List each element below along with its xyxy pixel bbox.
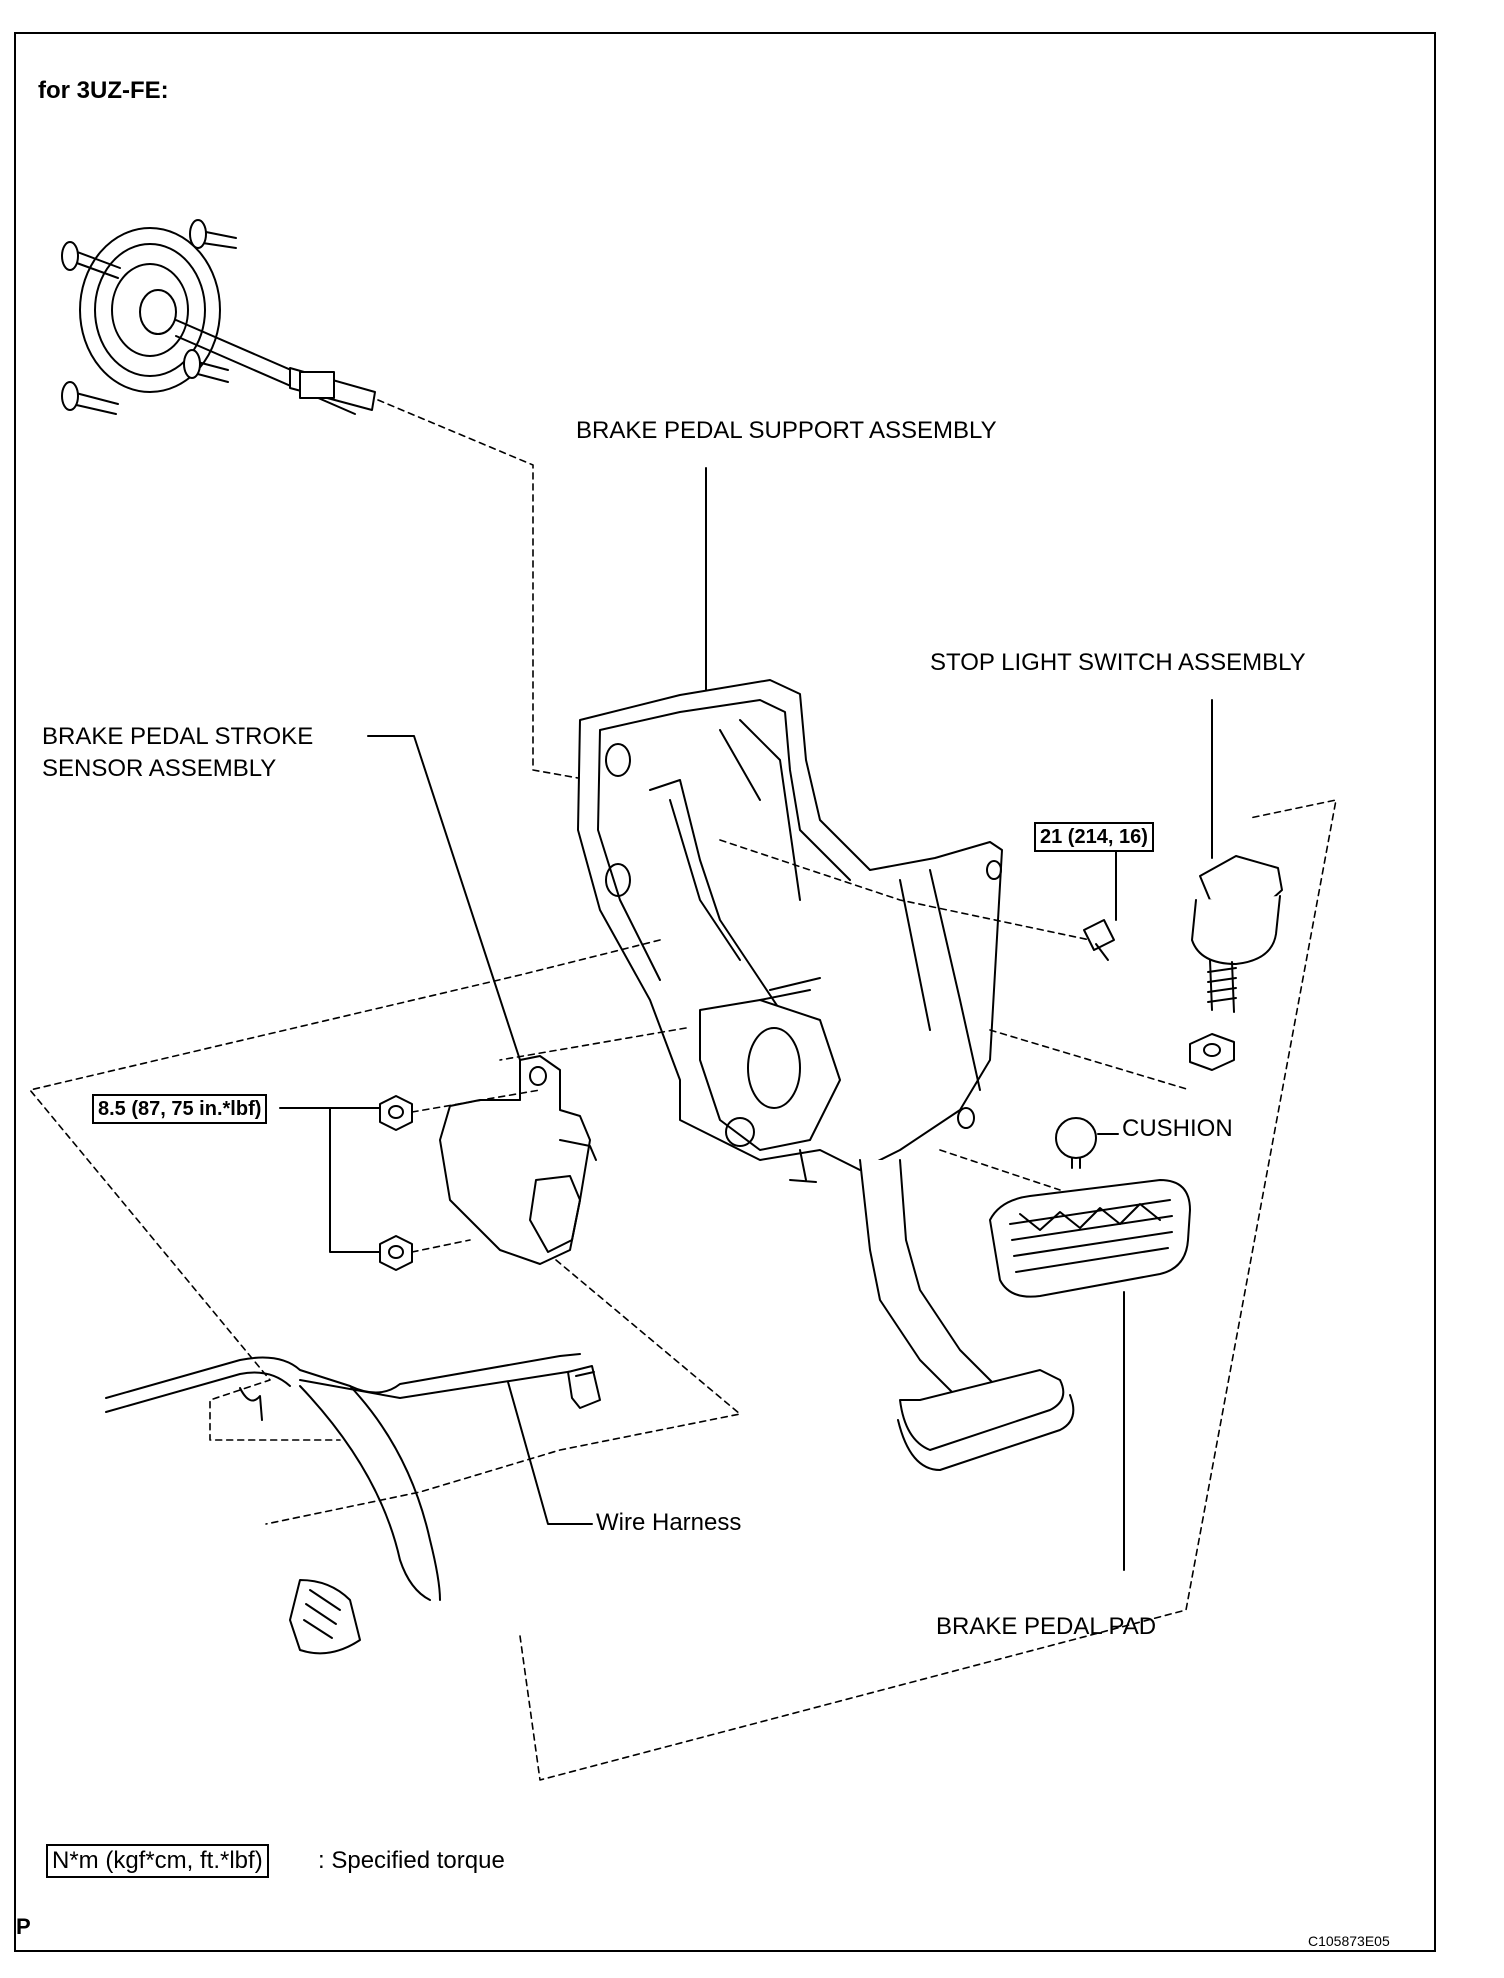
stop-light-switch-assembly <box>1189 855 1283 1071</box>
leader-lines <box>279 467 1213 1571</box>
torque-support-bolt: 21 (214, 16) <box>1034 822 1154 852</box>
brake-pedal-support-assembly <box>577 679 1003 1183</box>
support-bolt <box>1083 919 1115 961</box>
figure-code: C105873E05 <box>1308 1933 1390 1949</box>
label-cushion: CUSHION <box>1122 1115 1233 1142</box>
label-brake-pedal-support-assembly: BRAKE PEDAL SUPPORT ASSEMBLY <box>576 417 997 444</box>
engine-variant-title: for 3UZ-FE: <box>38 77 169 104</box>
brake-pedal-pad <box>989 1179 1191 1298</box>
legend-torque-unit: N*m (kgf*cm, ft.*lbf) <box>46 1844 269 1878</box>
brake-pedal-stroke-sensor-assembly <box>379 1055 597 1271</box>
torque-sensor-nut: 8.5 (87, 75 in.*lbf) <box>92 1094 268 1124</box>
label-stop-light-switch-assembly: STOP LIGHT SWITCH ASSEMBLY <box>930 649 1306 676</box>
cushion <box>1055 1117 1097 1169</box>
label-stroke-sensor-line2: SENSOR ASSEMBLY <box>42 755 277 782</box>
footer-left-mark: P <box>16 1914 31 1939</box>
figure-frame <box>14 32 1436 1952</box>
brake-pedal-arm <box>859 1159 1075 1471</box>
brake-booster <box>61 219 376 415</box>
legend-description: : Specified torque <box>318 1847 505 1874</box>
label-brake-pedal-pad: BRAKE PEDAL PAD <box>936 1613 1157 1640</box>
wire-harness <box>105 1353 601 1655</box>
label-stroke-sensor-line1: BRAKE PEDAL STROKE <box>42 723 314 750</box>
assembly-dashed-lines <box>29 399 1337 1781</box>
label-wire-harness: Wire Harness <box>596 1509 742 1536</box>
